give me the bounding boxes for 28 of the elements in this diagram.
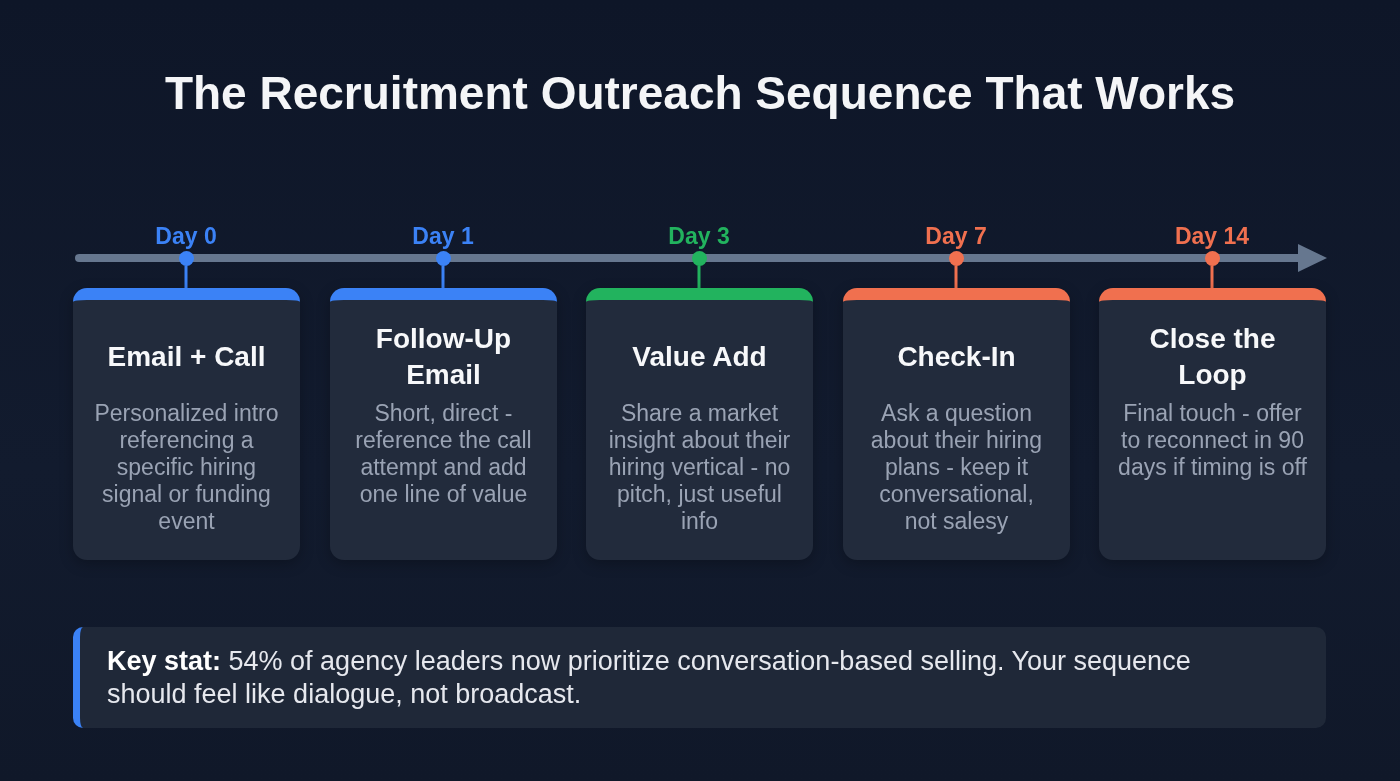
day-label: Day 0 [155,222,217,249]
card-description: Final touch - offer to reconnect in 90 days if timing is off [1117,400,1308,481]
step-card [843,288,1070,560]
day-label: Day 14 [1174,222,1250,249]
step-card [586,288,813,560]
card-heading: Close the Loop [1148,322,1277,392]
card-heading: Email + Call [106,340,267,374]
card-description: Share a market insight about their hiring vertical - no pitch, just useful info [607,400,792,535]
step-card [1099,288,1326,560]
connector-line [697,265,701,288]
connector-line [1210,265,1214,288]
card-description: Ask a question about their hiring plans - keep it conversational, not salesy [869,400,1044,535]
day-label: Day 7 [925,222,987,249]
key-stat-callout [73,627,1326,728]
card-description: Short, direct - reference the call attempt and add one line of value [354,400,533,508]
step-card [330,288,557,560]
card-heading: Follow-Up Email [374,322,513,392]
connector-line [441,265,445,288]
day-label: Day 3 [668,222,730,249]
step-card [73,288,300,560]
card-heading: Value Add [631,340,768,374]
key-stat-text: Key stat: 54% of agency leaders now prioritize conversation-based selling. Your sequence should feel like dialogue, not broadcast. [107,644,1192,711]
connector-line [954,265,958,288]
card-heading: Check-In [896,340,1017,374]
day-label: Day 1 [412,222,474,249]
connector-line [184,265,188,288]
title: The Recruitment Outreach Sequence That Works [163,66,1237,121]
card-description: Personalized intro referencing a specific hiring signal or funding event [93,400,280,535]
